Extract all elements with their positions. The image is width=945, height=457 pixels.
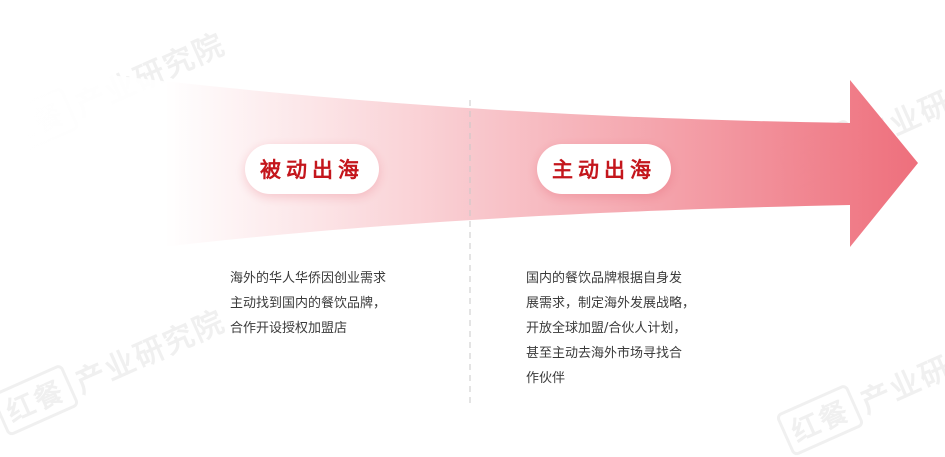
- description-line: 开放全球加盟/合伙人计划，: [526, 321, 687, 336]
- stage-active-title: 主动出海: [537, 144, 671, 194]
- description-line: 甚至主动去海外市场寻找合: [526, 346, 683, 361]
- diagram-canvas: 红餐 产业研究院 红餐 产业研究院 红餐 产业研究院 红餐 产业研究院 被动出海…: [0, 27, 945, 457]
- description-line: 展需求，制定海外发展战略，: [526, 296, 696, 311]
- stage-passive-title: 被动出海: [245, 144, 379, 194]
- description-line: 合作开设授权加盟店: [230, 321, 348, 336]
- arrow-graphic: [0, 62, 918, 406]
- description-line: 主动找到国内的餐饮品牌，: [230, 296, 387, 311]
- flow-arrow: [0, 62, 918, 268]
- stage-active-description: 国内的餐饮品牌根据自身发 展需求，制定海外发展战略， 开放全球加盟/合伙人计划，…: [526, 266, 695, 391]
- description-line: 作伙伴: [526, 371, 566, 386]
- description-line: 海外的华人华侨因创业需求: [230, 271, 387, 286]
- stage-passive-description: 海外的华人华侨因创业需求 主动找到国内的餐饮品牌， 合作开设授权加盟店: [230, 266, 386, 341]
- description-line: 国内的餐饮品牌根据自身发: [526, 271, 683, 286]
